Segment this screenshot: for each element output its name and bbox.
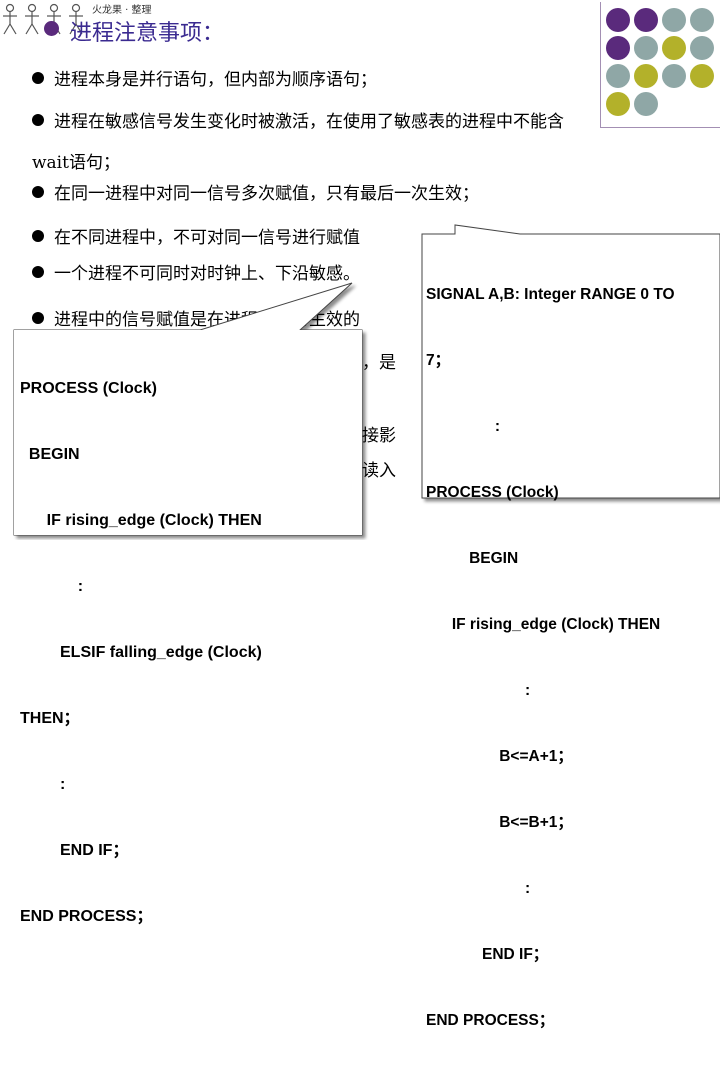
code-callout-left: PROCESS (Clock) BEGIN IF rising_edge (Cl… bbox=[14, 330, 362, 925]
dot bbox=[690, 64, 714, 88]
header: 火龙果 · 整理 进程注意事项： bbox=[0, 0, 720, 50]
code-line: THEN； bbox=[20, 710, 80, 727]
bullet-text: 进程本身是并行语句，但内部为顺序语句； bbox=[54, 70, 377, 90]
slide-title: 进程注意事项： bbox=[70, 21, 225, 46]
bullet-item: 一个进程不可同时对时钟上、下沿敏感。 bbox=[32, 263, 360, 285]
code-line: SIGNAL A,B: Integer RANGE 0 TO bbox=[426, 286, 675, 303]
dot bbox=[690, 8, 714, 32]
bullet-icon bbox=[32, 114, 44, 126]
bullet-item: 进程在敏感信号发生变化时被激活，在使用了敏感表的进程中不能含 bbox=[32, 111, 564, 133]
title-bullet-icon bbox=[44, 21, 59, 36]
bullet-icon bbox=[32, 72, 44, 84]
code-line: : bbox=[426, 880, 531, 897]
code-line: : bbox=[20, 578, 84, 595]
code-line: PROCESS (Clock) bbox=[20, 380, 157, 397]
bullet-item: 在不同进程中，不可对同一信号进行赋值 bbox=[32, 227, 360, 249]
dot bbox=[662, 8, 686, 32]
bullet-icon bbox=[32, 312, 44, 324]
code-line: BEGIN bbox=[20, 446, 80, 463]
bullet-item: 在同一进程中对同一信号多次赋值，只有最后一次生效； bbox=[32, 183, 479, 205]
bullet-icon bbox=[32, 230, 44, 242]
decor-horizontal-line bbox=[600, 127, 720, 128]
bullet-continuation: wait语句； bbox=[32, 153, 120, 173]
decor-vertical-line bbox=[600, 2, 601, 128]
code-line: END PROCESS； bbox=[20, 908, 153, 925]
code-line: BEGIN bbox=[426, 550, 519, 567]
code-line: IF rising_edge (Clock) THEN bbox=[20, 512, 262, 529]
dot bbox=[634, 64, 658, 88]
code-line: B<=B+1； bbox=[426, 814, 573, 831]
code-line: B<=A+1； bbox=[426, 748, 573, 765]
code-line: END IF； bbox=[20, 842, 129, 859]
bullet-text: 在不同进程中，不可对同一信号进行赋值 bbox=[54, 228, 360, 248]
bullet-text: 进程在敏感信号发生变化时被激活，在使用了敏感表的进程中不能含 bbox=[54, 112, 564, 132]
dot bbox=[634, 36, 658, 60]
dot bbox=[606, 64, 630, 88]
dot bbox=[606, 92, 630, 116]
bullet-text: 一个进程不可同时对时钟上、下沿敏感。 bbox=[54, 264, 360, 284]
dot bbox=[606, 8, 630, 32]
bullet-icon bbox=[32, 266, 44, 278]
callout-right-shape bbox=[421, 224, 720, 499]
dot bbox=[634, 92, 658, 116]
code-line: IF rising_edge (Clock) THEN bbox=[426, 616, 661, 633]
code-line: ELSIF falling_edge (Clock) bbox=[20, 644, 262, 661]
code-block-right: SIGNAL A,B: Integer RANGE 0 TO 7； : PROC… bbox=[426, 240, 675, 1076]
code-line: PROCESS (Clock) bbox=[426, 484, 559, 501]
credit-text: 火龙果 · 整理 bbox=[92, 5, 152, 16]
code-callout-right: SIGNAL A,B: Integer RANGE 0 TO 7； : PROC… bbox=[422, 234, 720, 1029]
code-line: : bbox=[426, 682, 531, 699]
code-line: : bbox=[426, 418, 501, 435]
bullet-item: 进程本身是并行语句，但内部为顺序语句； bbox=[32, 69, 377, 91]
code-line: : bbox=[20, 776, 66, 793]
dot bbox=[690, 36, 714, 60]
dot bbox=[662, 36, 686, 60]
dot bbox=[634, 8, 658, 32]
code-line: 7； bbox=[426, 352, 451, 369]
code-block-left: PROCESS (Clock) BEGIN IF rising_edge (Cl… bbox=[20, 334, 262, 972]
bullet-icon bbox=[32, 186, 44, 198]
dot bbox=[662, 64, 686, 88]
code-line: END IF； bbox=[426, 946, 549, 963]
bullet-text: 在同一进程中对同一信号多次赋值，只有最后一次生效； bbox=[54, 184, 479, 204]
dot bbox=[606, 36, 630, 60]
code-line: END PROCESS； bbox=[426, 1012, 555, 1029]
